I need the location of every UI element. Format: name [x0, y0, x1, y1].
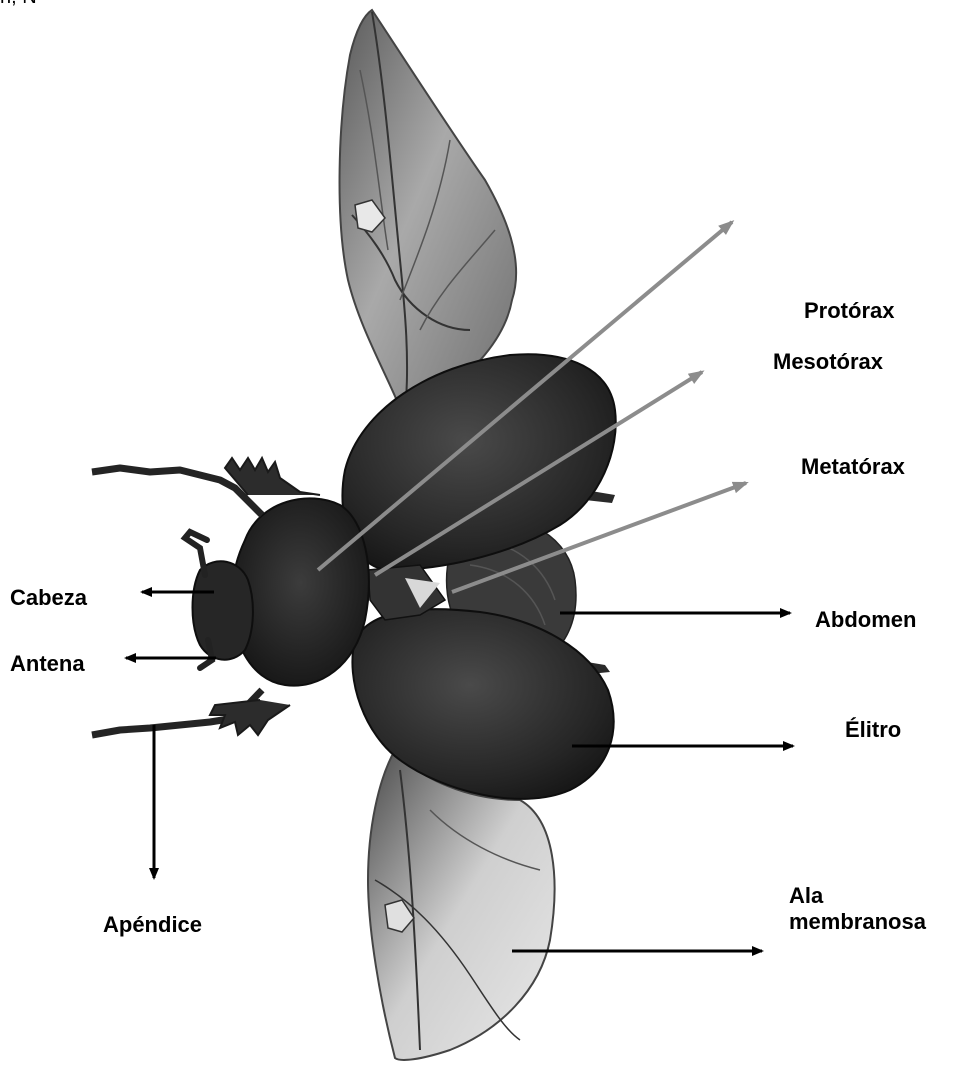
label-mesotorax-text: Mesotórax [773, 349, 883, 369]
head [193, 561, 253, 659]
pronotum [232, 498, 369, 685]
label-protorax: Protórax [804, 298, 894, 324]
label-ala-membranosa: Ala membranosa [789, 883, 954, 934]
label-abdomen: Abdomen [815, 607, 916, 633]
label-antena: Antena [10, 651, 85, 677]
label-apendice: Apéndice [103, 912, 202, 938]
label-metatorax: Metatórax [801, 454, 905, 480]
label-mesotorax: Mesotórax [773, 343, 883, 369]
label-cabeza: Cabeza [10, 585, 87, 611]
label-elitro: Élitro [845, 717, 903, 763]
upper-elytron [342, 354, 615, 570]
